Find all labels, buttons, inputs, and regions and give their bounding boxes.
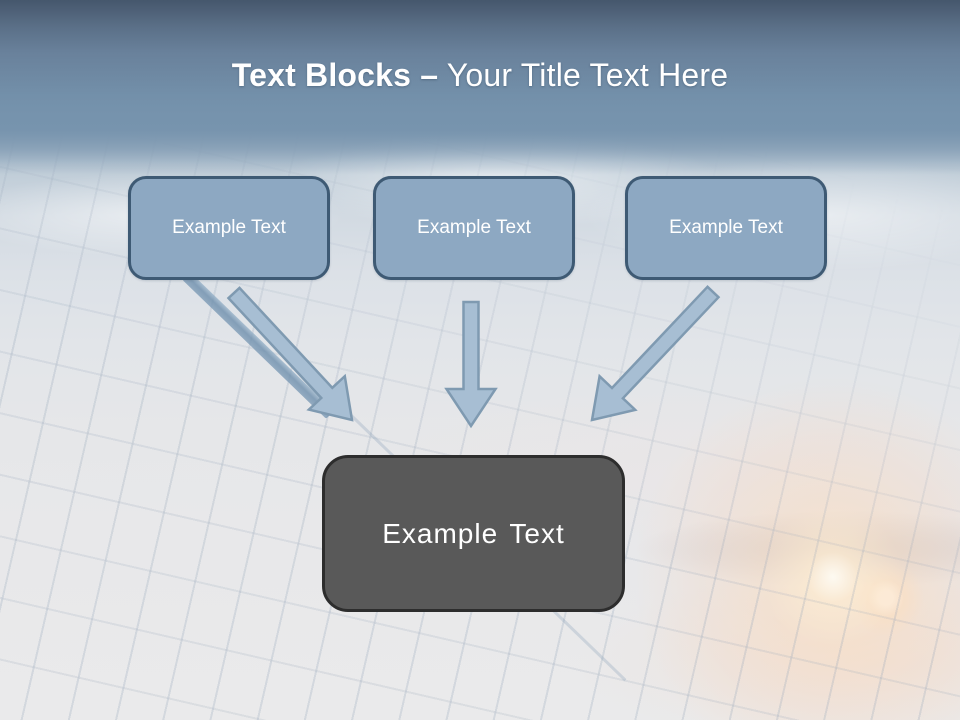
header-gradient-band — [0, 0, 960, 175]
text-block-3: Example Text — [625, 176, 827, 280]
target-text-block-label: Example Text — [382, 517, 565, 549]
slide-title-bold: Text Blocks – — [231, 57, 439, 93]
text-block-2-label: Example Text — [417, 217, 531, 238]
target-text-block: Example Text — [322, 455, 625, 612]
text-block-3-label: Example Text — [669, 217, 783, 238]
text-block-1-label: Example Text — [172, 217, 286, 238]
text-block-1: Example Text — [128, 176, 330, 280]
text-block-2: Example Text — [373, 176, 575, 280]
slide-title-regular: Your Title Text Here — [446, 57, 729, 93]
slide-title: Text Blocks – Your Title Text Here — [0, 54, 960, 96]
